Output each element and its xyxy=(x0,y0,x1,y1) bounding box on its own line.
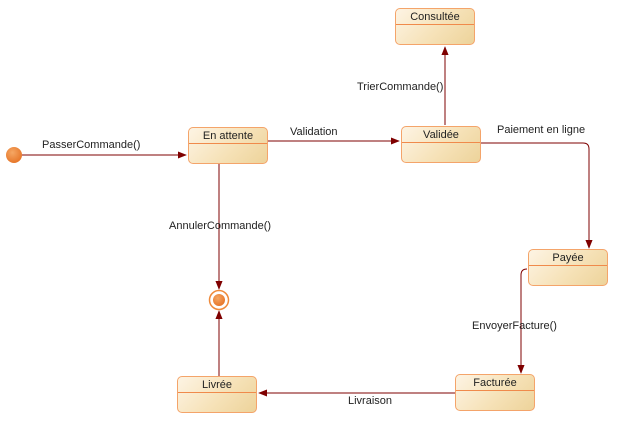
state-name: Validée xyxy=(402,127,480,143)
state-name: En attente xyxy=(189,128,267,144)
initial-state[interactable] xyxy=(6,147,22,163)
transition-envoyer-facture[interactable] xyxy=(517,268,528,374)
label-trier-commande: TrierCommande() xyxy=(357,81,444,93)
state-facturee[interactable]: Facturée xyxy=(455,374,535,411)
label-livraison: Livraison xyxy=(348,395,393,407)
final-state-dot xyxy=(213,294,225,306)
state-en-attente[interactable]: En attente xyxy=(188,127,268,164)
state-payee[interactable]: Payée xyxy=(528,249,608,286)
state-validee[interactable]: Validée xyxy=(401,126,481,163)
state-consultee[interactable]: Consultée xyxy=(395,8,475,45)
label-annuler-commande: AnnulerCommande() xyxy=(169,220,272,232)
state-name: Payée xyxy=(529,250,607,266)
state-name: Livrée xyxy=(178,377,256,393)
transition-paiement-en-ligne[interactable] xyxy=(481,142,593,249)
state-name: Consultée xyxy=(396,9,474,25)
state-name: Facturée xyxy=(456,375,534,391)
label-envoyer-facture: EnvoyerFacture() xyxy=(472,320,557,332)
label-validation: Validation xyxy=(290,126,338,138)
state-livree[interactable]: Livrée xyxy=(177,376,257,413)
label-passer-commande: PasserCommande() xyxy=(42,139,141,151)
label-paiement-en-ligne: Paiement en ligne xyxy=(497,124,586,136)
